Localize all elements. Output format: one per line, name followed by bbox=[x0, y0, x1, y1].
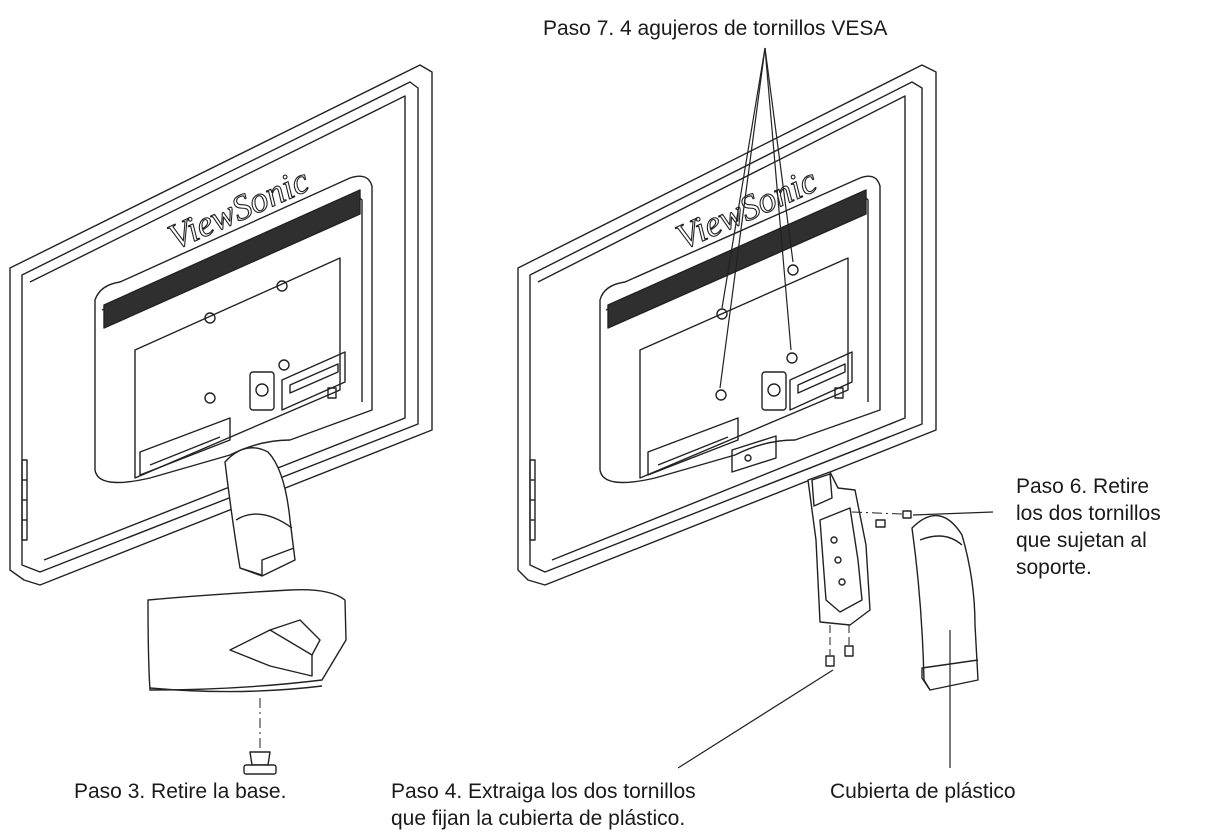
label-step7-vesa-holes: Paso 7. 4 agujeros de tornillos VESA bbox=[543, 17, 888, 40]
left-monitor: ViewSonic bbox=[9, 64, 433, 775]
left-vent-strip bbox=[103, 189, 361, 329]
label-step3-remove-base: Paso 3. Retire la base. bbox=[74, 780, 287, 803]
vesa-hole-bottom-left bbox=[715, 389, 727, 401]
right-monitor: ViewSonic bbox=[517, 64, 979, 691]
vesa-hole-bottom-right bbox=[786, 352, 798, 364]
vesa-hole-top-right bbox=[787, 264, 799, 276]
vesa-hole-top-left bbox=[716, 308, 728, 320]
label-step6-remove-screws: Paso 6. Retire los dos tornillos que suj… bbox=[1016, 475, 1161, 579]
plastic-cover bbox=[911, 514, 979, 691]
label-step4-extract-screws: Paso 4. Extraiga los dos tornillos que f… bbox=[391, 780, 696, 830]
bracket-screw bbox=[825, 510, 912, 667]
label-plastic-cover: Cubierta de plástico bbox=[830, 780, 1016, 803]
leader-lines bbox=[677, 47, 994, 769]
stand-bracket bbox=[807, 471, 871, 626]
